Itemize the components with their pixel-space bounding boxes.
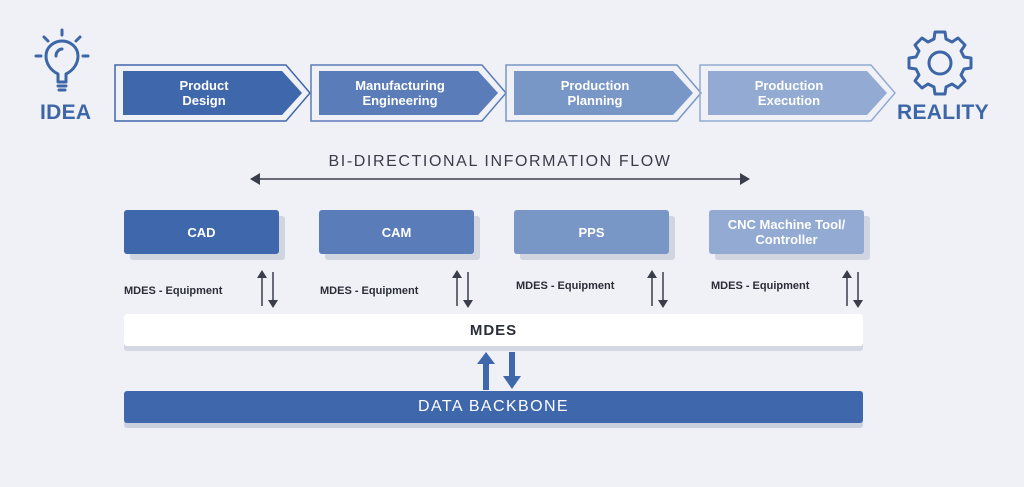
system-box-cam: CAM <box>319 210 474 254</box>
mdes-backbone-arrows-icon <box>477 352 521 390</box>
system-box-cad: CAD <box>124 210 279 254</box>
mdes-label: MDES <box>469 321 518 339</box>
equipment-label: MDES - Equipment <box>124 285 223 297</box>
stage-chevron-shape <box>114 64 311 122</box>
flow-label: BI-DIRECTIONAL INFORMATION FLOW <box>328 153 672 170</box>
data-backbone-bar: DATA BACKBONE <box>124 391 863 423</box>
stage-fill <box>319 71 498 115</box>
up-down-arrow-icon <box>257 270 278 308</box>
mdes-bar: MDES <box>124 314 863 346</box>
equipment-label: MDES - Equipment <box>711 280 810 292</box>
stage-chevron-shape <box>310 64 507 122</box>
system-label: CAM <box>381 224 412 240</box>
reality-label: REALITY <box>897 101 989 124</box>
stage-fill <box>123 71 302 115</box>
data-backbone-label: DATA BACKBONE <box>418 398 569 415</box>
bidirectional-arrow-icon <box>250 173 750 185</box>
equipment-label: MDES - Equipment <box>320 285 419 297</box>
stage-fill <box>514 71 693 115</box>
stage-chevron-shape <box>699 64 896 122</box>
idea-label: IDEA <box>40 101 92 124</box>
stage-fill <box>708 71 887 115</box>
system-label: CAD <box>187 224 216 240</box>
system-label: PPS <box>578 224 605 240</box>
lightbulb-icon <box>34 28 90 92</box>
system-label: Controller <box>755 232 818 247</box>
up-down-arrow-icon <box>452 270 473 308</box>
system-box-cnc: CNC Machine Tool/Controller <box>709 210 864 254</box>
gear-icon <box>907 30 973 96</box>
system-box-pps: PPS <box>514 210 669 254</box>
up-down-arrow-icon <box>647 270 668 308</box>
equipment-label: MDES - Equipment <box>516 280 615 292</box>
system-label: CNC Machine Tool/ <box>727 217 846 232</box>
stage-chevron-shape <box>505 64 702 122</box>
up-down-arrow-icon <box>842 270 863 308</box>
